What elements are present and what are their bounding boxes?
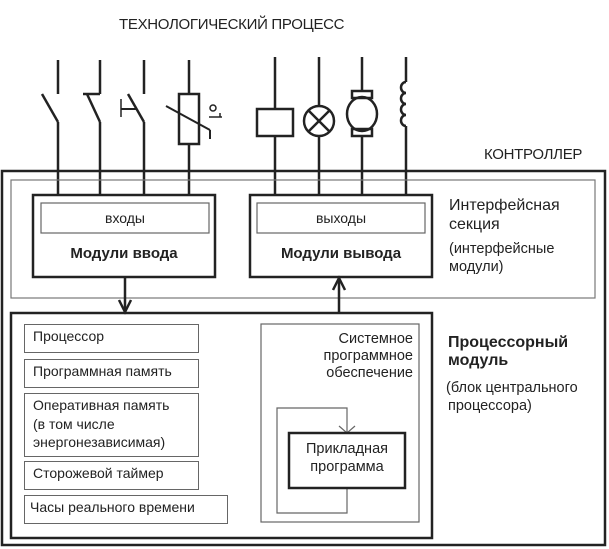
system-software-box — [260, 323, 420, 523]
processor-subtitle-line: (блок центрального — [446, 380, 578, 396]
processor-title-line: модуль — [448, 352, 509, 369]
watchdog-timer-label: Сторожевой таймер — [33, 465, 164, 481]
interface-section-box — [10, 179, 596, 299]
ram-label-line: Оперативная память — [33, 397, 170, 413]
input-to-processor-arrow — [117, 277, 133, 315]
thermistor-icon — [165, 60, 222, 196]
input-module-box — [31, 193, 217, 279]
interface-title-line: Интерфейсная — [449, 197, 560, 214]
input-wiring — [40, 60, 222, 196]
application-program-line: программа — [310, 459, 384, 475]
controller-box — [0, 169, 607, 547]
processor-title-line: Процессорный — [448, 334, 569, 351]
output-module-box — [248, 193, 434, 279]
push-button-icon — [120, 60, 146, 196]
system-software-line: программное — [323, 348, 413, 364]
output-module-label: Модули вывода — [280, 245, 402, 262]
program-memory-label: Программная память — [33, 363, 172, 379]
ram-label-line: энергонезависимая) — [33, 434, 166, 450]
real-time-clock-item: Часы реального времени — [24, 495, 228, 524]
interface-subtitle-line: (интерфейсные — [449, 241, 555, 257]
processor-module-box — [9, 311, 434, 540]
interface-title-line: секция — [449, 216, 500, 233]
ram-item: Оперативная память (в том числе энергоне… — [24, 393, 199, 457]
inductor-icon — [399, 57, 408, 196]
normally-open-switch-icon — [40, 60, 60, 196]
relay-coil-icon — [255, 57, 295, 196]
input-module-inner-label: входы — [105, 210, 145, 226]
application-program-box — [287, 431, 407, 490]
real-time-clock-label: Часы реального времени — [30, 499, 195, 515]
watchdog-timer-item: Сторожевой таймер — [24, 461, 199, 490]
process-title: ТЕХНОЛОГИЧЕСКИЙ ПРОЦЕСС — [119, 16, 345, 33]
normally-closed-switch-icon — [83, 60, 102, 196]
processor-subtitle-line: процессора) — [448, 398, 532, 414]
application-program-line: Прикладная — [305, 441, 388, 457]
output-wiring — [255, 57, 408, 196]
program-memory-item: Программная память — [24, 359, 199, 388]
processor-item-label: Процессор — [33, 328, 105, 344]
system-software-line: Системное — [338, 331, 413, 347]
controller-label: КОНТРОЛЛЕР — [484, 146, 583, 163]
processor-item: Процессор — [24, 324, 199, 353]
lamp-icon — [302, 57, 336, 196]
ram-label-line: (в том числе — [33, 415, 115, 432]
processor-to-output-arrow — [331, 275, 347, 313]
system-software-line: обеспечение — [326, 365, 413, 381]
input-module-label: Модули ввода — [70, 245, 178, 262]
interface-subtitle-line: модули) — [449, 259, 504, 275]
motor-icon — [345, 57, 379, 196]
output-module-inner-label: выходы — [315, 210, 367, 226]
